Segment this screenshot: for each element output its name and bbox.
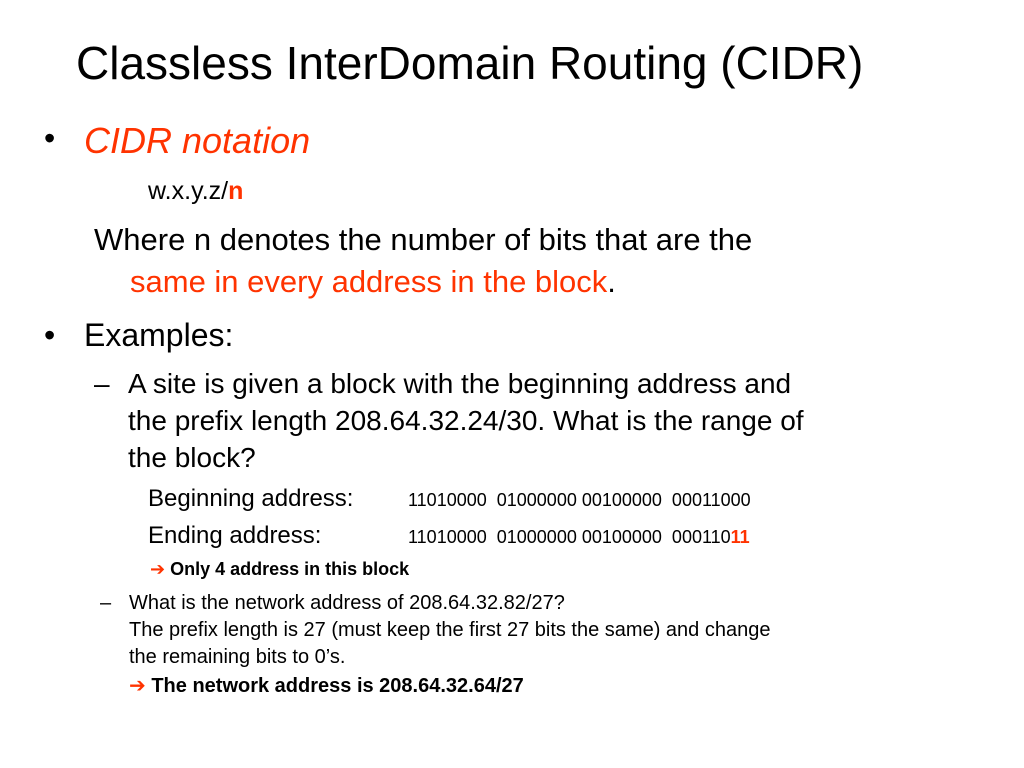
example2-line-3: the remaining bits to 0’s. xyxy=(129,646,346,668)
arrow-right-icon: ➔ xyxy=(150,559,166,580)
notation-n: n xyxy=(228,177,244,205)
conclusion-2: ➔ The network address is 208.64.32.64/27 xyxy=(129,673,524,698)
conclusion-1: ➔ Only 4 address in this block xyxy=(150,559,409,580)
where-period: . xyxy=(607,264,616,299)
bullet-cidr-notation: CIDR notation xyxy=(84,120,311,161)
end-address-label: Ending address: xyxy=(148,522,322,549)
begin-address-label: Beginning address: xyxy=(148,485,354,512)
bullet-examples: Examples: xyxy=(84,317,234,353)
example2-line-1: What is the network address of 208.64.32… xyxy=(129,592,565,614)
example1-line-1: A site is given a block with the beginni… xyxy=(128,368,792,399)
example2-line-2: The prefix length is 27 (must keep the f… xyxy=(129,619,771,641)
example1-line-2: the prefix length 208.64.32.24/30. What … xyxy=(128,405,804,436)
notation-line: w.x.y.z/n xyxy=(148,177,243,206)
bullet-marker: • xyxy=(44,317,56,353)
arrow-right-icon: ➔ xyxy=(129,673,146,697)
subbullet-marker: – xyxy=(100,592,112,614)
conclusion-1-text: Only 4 address in this block xyxy=(170,559,410,579)
where-highlight: same in every address in the block xyxy=(130,264,608,299)
end-bits-highlight: 11 xyxy=(730,527,750,547)
subbullet-marker: – xyxy=(94,368,110,399)
slide-title: Classless InterDomain Routing (CIDR) xyxy=(76,37,864,89)
conclusion-2-text: The network address is 208.64.32.64/27 xyxy=(151,675,524,697)
end-address-bits: 11010000 01000000 00100000 00011011 xyxy=(408,527,750,548)
where-line-2: same in every address in the block. xyxy=(130,264,616,300)
example1-line-3: the block? xyxy=(128,442,256,473)
end-bits-main: 11010000 01000000 00100000 000110 xyxy=(408,527,731,547)
bullet-marker: • xyxy=(44,120,56,156)
begin-address-bits: 11010000 01000000 00100000 00011000 xyxy=(408,490,751,510)
where-line-1: Where n denotes the number of bits that … xyxy=(94,222,753,257)
notation-base: w.x.y.z/ xyxy=(148,177,229,205)
